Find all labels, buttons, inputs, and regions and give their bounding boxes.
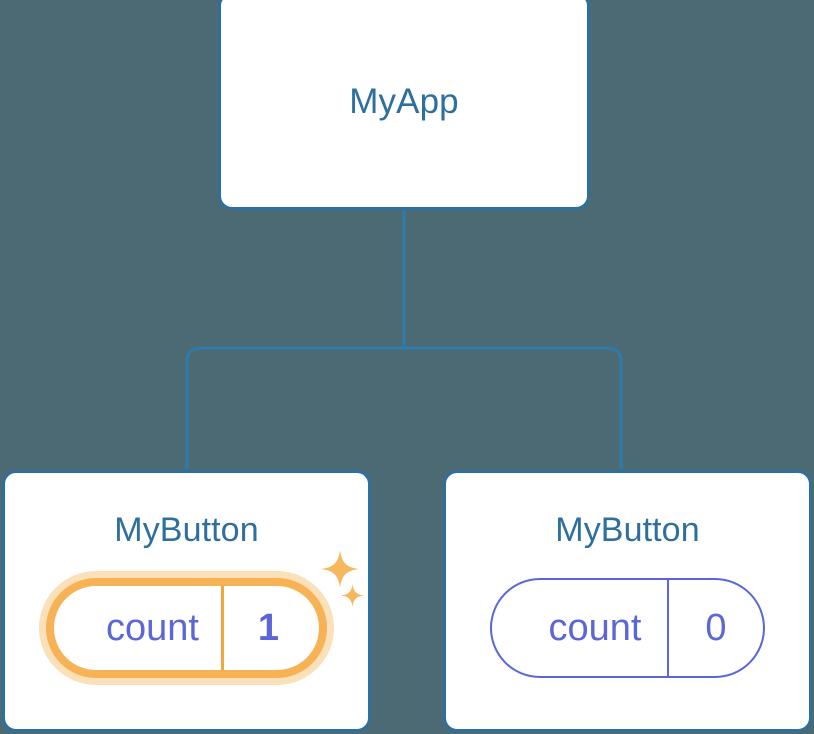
sparkle-group	[319, 550, 375, 630]
node-mybutton-right-title: MyButton	[555, 511, 700, 549]
node-myapp[interactable]: MyApp	[218, 0, 590, 210]
state-value-right: 0	[667, 580, 762, 676]
node-mybutton-left[interactable]: MyButton count 1	[2, 470, 371, 732]
node-mybutton-left-title: MyButton	[114, 511, 259, 549]
state-pill-wrap-left: count 1	[45, 550, 365, 678]
state-key-right: count	[548, 607, 642, 649]
node-myapp-title: MyApp	[349, 81, 459, 121]
node-mybutton-right[interactable]: MyButton count 0	[443, 470, 812, 732]
state-pill-count-right[interactable]: count 0	[490, 578, 765, 678]
edge-branch-bar	[185, 346, 623, 472]
state-key-left: count	[105, 607, 199, 649]
sparkle-large-icon	[321, 550, 360, 588]
state-pill-count-left[interactable]: count 1	[45, 578, 328, 678]
state-pill-wrap-right: count 0	[490, 578, 765, 678]
state-value-left: 1	[220, 586, 319, 670]
sparkle-small-icon	[341, 584, 365, 607]
